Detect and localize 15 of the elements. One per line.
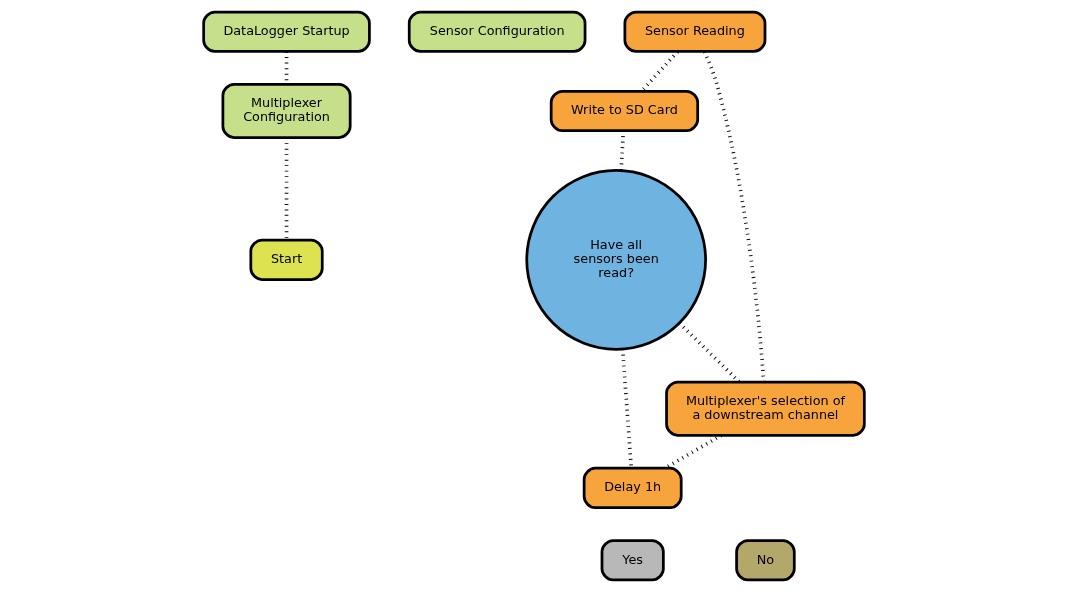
node-box: Yes (600, 539, 665, 582)
node-box: Multiplexer Configuration (221, 83, 352, 139)
node-box: Delay 1h (582, 466, 683, 509)
node-box: No (735, 539, 796, 582)
node-box: Multiplexer's selection of a downstream channel (665, 380, 866, 437)
connector (620, 349, 634, 468)
node-box: Sensor Reading (623, 10, 767, 53)
connector (640, 50, 679, 93)
node-box: DataLogger Startup (202, 10, 371, 53)
node-box: Start (249, 238, 324, 281)
connector (702, 50, 766, 382)
connector (678, 321, 741, 384)
node-box: Sensor Configuration (407, 10, 587, 53)
node-circle: Have all sensors been read? (525, 169, 707, 351)
node-box: Write to SD Card (549, 89, 700, 132)
